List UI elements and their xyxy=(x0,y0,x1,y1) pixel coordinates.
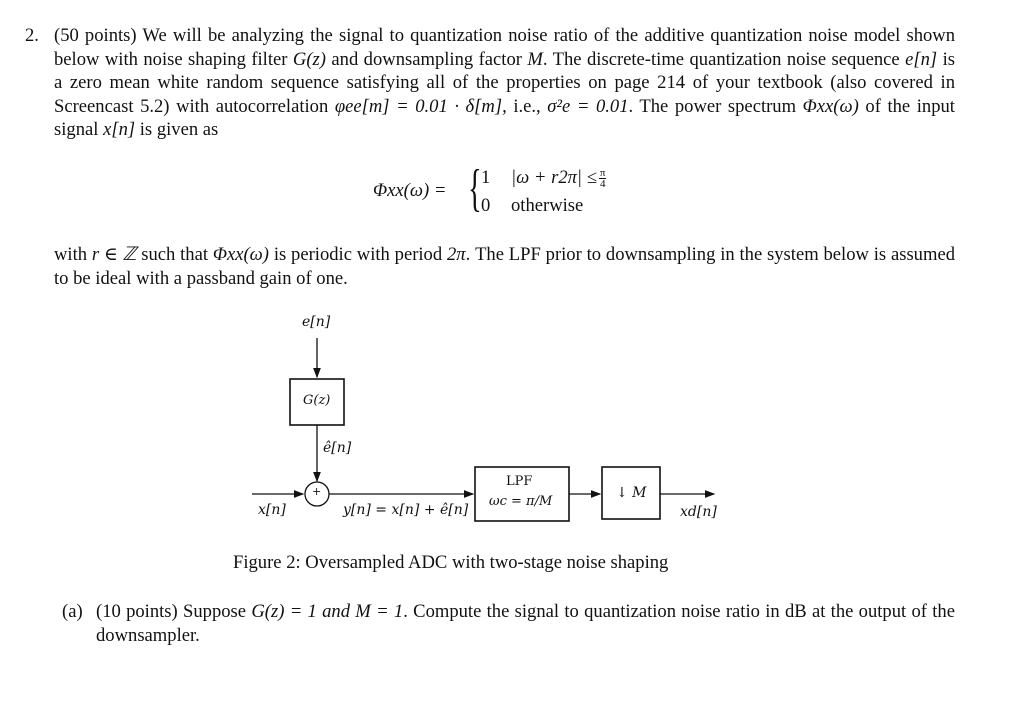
part-a-points: (10 points) xyxy=(96,601,178,622)
x-n-symbol: x[n] xyxy=(103,119,136,141)
part-a-condition: G(z) = 1 and M = 1 xyxy=(251,601,404,622)
phi-ee-expression: φee[m] = 0.01 · δ[m], xyxy=(334,95,507,117)
g-z-symbol: G(z) xyxy=(292,48,326,70)
sigma-expression: σ²e = 0.01 xyxy=(547,95,629,117)
e-hat-label: ê[n] xyxy=(323,440,352,456)
cont-text-2: such that xyxy=(141,244,208,265)
problem-text-3: . The discrete-time quantization noise s… xyxy=(542,48,900,70)
figure-caption: Figure 2: Oversampled ADC with two-stage… xyxy=(233,552,669,573)
problem-text-4: is a zero mean white random sequence sat… xyxy=(54,48,955,117)
part-a: (a) (10 points) Suppose G(z) = 1 and M =… xyxy=(62,600,955,647)
part-a-label: (a) xyxy=(62,601,83,622)
lpf-cutoff: ωc = π/M xyxy=(489,494,553,509)
y-equation-label: y[n] = x[n] + ê[n] xyxy=(343,502,469,518)
e-n-label: e[n] xyxy=(302,314,331,330)
case2-condition: otherwise xyxy=(511,195,584,216)
block-diagram-lines xyxy=(252,338,716,522)
part-a-text-1: Suppose xyxy=(183,601,247,622)
problem-text-1: We will be analyzing the signal to quant… xyxy=(54,25,956,70)
problem-text-8: is given as xyxy=(139,119,219,141)
xd-n-label: xd[n] xyxy=(680,504,717,520)
plus-sign: + xyxy=(312,485,322,498)
problem-text-7: of the input signal xyxy=(54,95,955,141)
equation-lhs: Φxx(ω) = xyxy=(373,180,447,201)
downsampler-label: ↓ M xyxy=(616,485,647,501)
problem-text-2: and downsampling factor xyxy=(331,48,522,70)
cont-text-3: is periodic with period xyxy=(273,244,443,265)
two-pi: 2π xyxy=(446,244,466,265)
downsampler-block xyxy=(601,466,661,520)
lpf-title: LPF xyxy=(506,474,533,489)
problem-points: (50 points) xyxy=(54,25,137,46)
periodicity-statement: with r ∈ ℤ such that Φxx(ω) is periodic … xyxy=(54,243,955,290)
g-block-label: G(z) xyxy=(303,393,331,408)
cont-text-4: . The LPF prior to downsampling in the s… xyxy=(54,244,955,289)
case1-value: 1 xyxy=(481,167,491,188)
part-a-text-2: . Compute the signal to quantization noi… xyxy=(96,601,955,646)
x-n-label: x[n] xyxy=(258,502,286,518)
problem-text-6: . The power spectrum xyxy=(628,95,797,117)
e-n-symbol: e[n] xyxy=(905,48,938,70)
phi-xx-symbol: Φxx(ω) xyxy=(802,95,859,117)
problem-number: 2. xyxy=(25,25,39,46)
block-diagram: e[n] G(z) ê[n] + x[n] y[n] = x[n] + ê[n]… xyxy=(240,305,740,530)
cont-text-1: with xyxy=(54,244,88,265)
m-symbol: M xyxy=(527,48,543,70)
cases-brace: { xyxy=(468,160,482,217)
problem-text-5: i.e., xyxy=(513,95,541,117)
r-in-z: r ∈ ℤ xyxy=(91,244,137,265)
problem-statement: 2. (50 points) We will be analyzing the … xyxy=(25,24,955,142)
phi-xx-symbol-2: Φxx(ω) xyxy=(212,244,269,265)
case2-value: 0 xyxy=(481,195,491,216)
